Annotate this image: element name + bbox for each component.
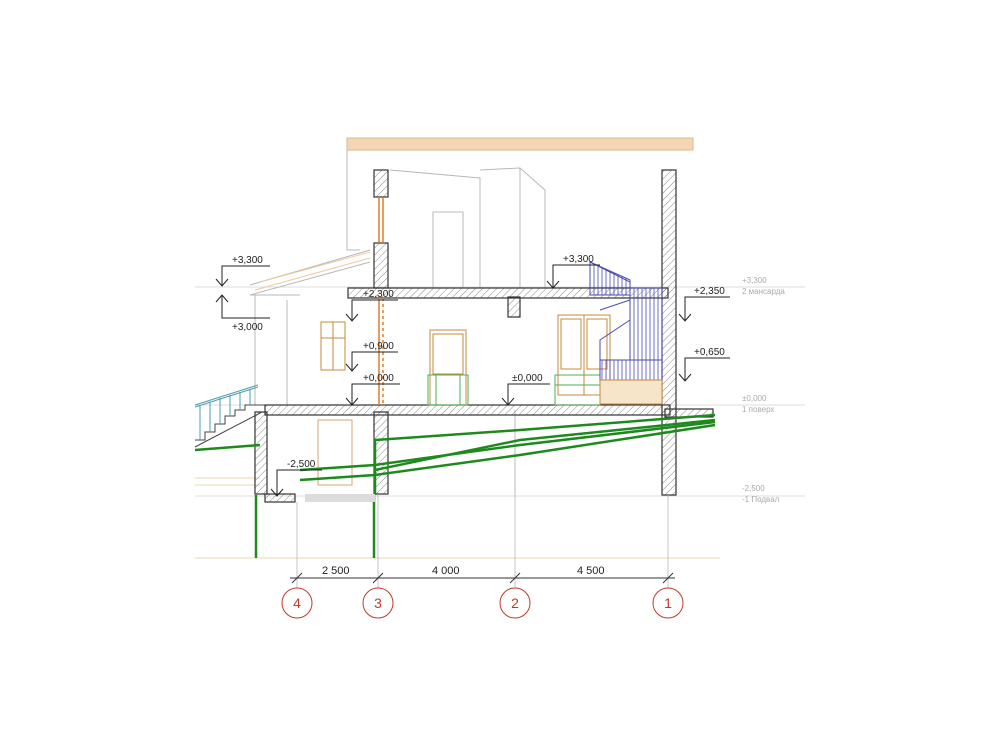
- ground-lines: [194, 413, 716, 558]
- dimension-4-3: 2 500: [322, 565, 350, 577]
- basement-floor: [305, 494, 375, 502]
- ground-profile-4: [299, 423, 716, 482]
- axis-bubble-2: [499, 587, 531, 619]
- ground-profile-1: [373, 413, 716, 495]
- elev-marker-slab: [345, 299, 398, 322]
- axis-bubble-4: [281, 587, 313, 619]
- elev-marker-floor-left: [345, 383, 400, 406]
- level-basement-value: -2,500: [742, 484, 765, 493]
- attic-door: [432, 211, 464, 289]
- staircase: [589, 261, 663, 405]
- axis-lines: [296, 495, 669, 590]
- roof-fascia: [346, 137, 694, 151]
- dimension-3-2: 4 000: [432, 565, 460, 577]
- wall-axis-4-lower: [254, 411, 268, 495]
- roof-hatch-left: [254, 251, 371, 291]
- railing-left: [194, 384, 259, 440]
- ground-floor-slab: [264, 404, 671, 416]
- axis-label-2: 2: [511, 595, 519, 611]
- dormer-outline: [389, 169, 481, 288]
- dimension-chain: [290, 572, 675, 584]
- axis-bubbles: [281, 587, 684, 619]
- basement-door: [317, 419, 353, 486]
- gable-line-2: [249, 261, 371, 296]
- level-attic-value: +3,300: [742, 276, 767, 285]
- elev-marker-left-lower: [215, 294, 270, 319]
- wall-axis-1: [661, 169, 677, 496]
- elev-label-floor-left: +0,000: [363, 373, 394, 384]
- chair-center: [427, 374, 469, 406]
- ground-profile-2: [374, 418, 716, 472]
- structure: [254, 169, 714, 503]
- level-basement-name: -1 Подвал: [742, 495, 780, 504]
- door-center: [429, 329, 467, 406]
- elev-marker-stair-top: [546, 264, 600, 289]
- sofa-right: [554, 374, 601, 406]
- elev-label-left-lower: +3,000: [232, 322, 263, 333]
- axis-label-4: 4: [293, 595, 301, 611]
- level-attic-name: 2 мансарда: [742, 287, 785, 296]
- elev-marker-right-lower: [678, 357, 730, 382]
- dimension-2-1: 4 500: [577, 565, 605, 577]
- beam-center: [507, 296, 521, 318]
- level-ground-value: ±0,000: [742, 394, 767, 403]
- dormer-roof: [479, 167, 546, 288]
- exterior-stair-left: [194, 404, 265, 448]
- axis-label-1: 1: [664, 595, 672, 611]
- elev-marker-basement: [270, 469, 322, 497]
- back-wall-outline: [346, 150, 360, 251]
- wall-axis-3-top: [373, 169, 389, 198]
- axis-bubble-3: [362, 587, 394, 619]
- elev-marker-sill: [345, 351, 398, 372]
- openings: [320, 314, 611, 406]
- elevation-markers: [215, 264, 730, 497]
- elev-label-top-left: +3,300: [232, 255, 263, 266]
- wall-axis-3-upper: [373, 242, 389, 289]
- ground-profile-3: [299, 420, 716, 472]
- elev-label-slab: +2,300: [363, 289, 394, 300]
- elev-label-right-upper: +2,350: [694, 286, 725, 297]
- elev-marker-floor-center: [501, 383, 550, 406]
- background-outlines: [249, 137, 694, 495]
- elev-label-sill: +0,900: [363, 341, 394, 352]
- stair-base: [599, 379, 663, 405]
- axis-label-3: 3: [374, 595, 382, 611]
- elev-label-right-lower: +0,650: [694, 347, 725, 358]
- elev-label-floor-center: ±0,000: [512, 373, 543, 384]
- elev-label-basement: -2,500: [287, 459, 316, 470]
- level-ground-name: 1 поверх: [742, 405, 774, 414]
- elev-label-stair-top: +3,300: [563, 254, 594, 265]
- elev-marker-right-upper: [678, 296, 730, 322]
- stair-middle-flight: [629, 287, 663, 361]
- footing-left: [264, 493, 296, 503]
- axis-bubble-1: [652, 587, 684, 619]
- elev-marker-top-left: [215, 265, 270, 287]
